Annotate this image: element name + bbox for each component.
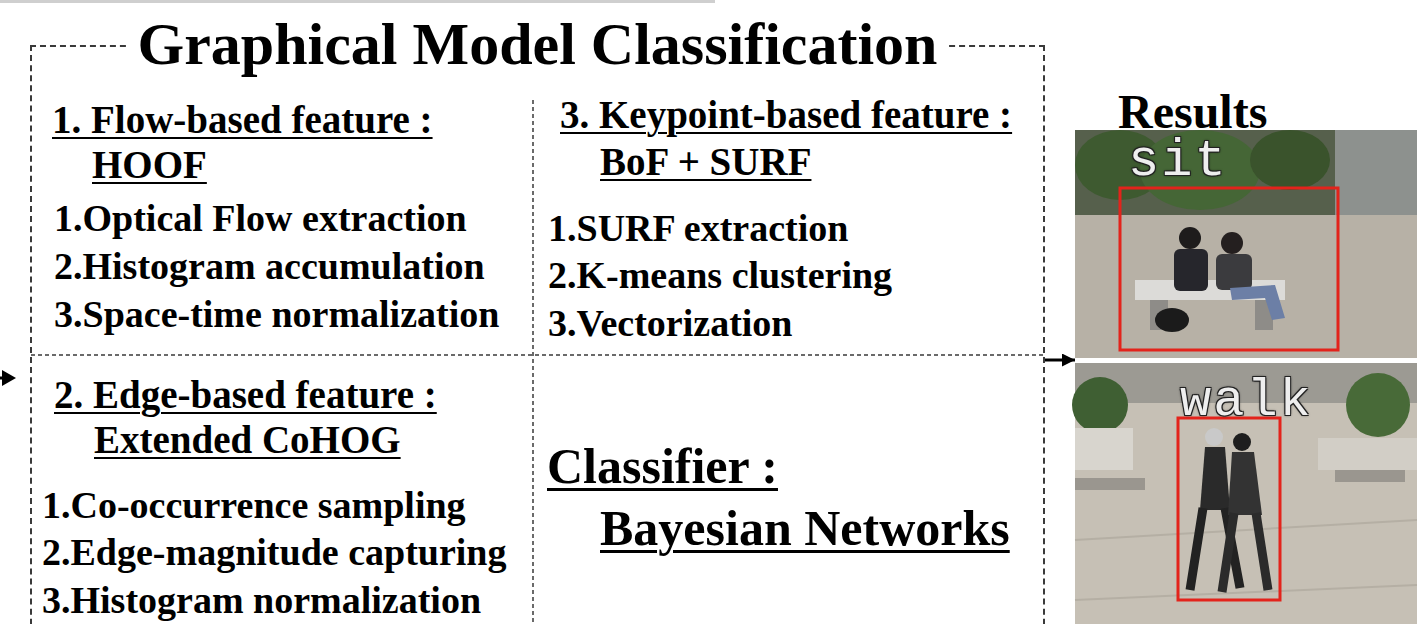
step-item: 2.K-means clustering bbox=[548, 251, 892, 299]
planter bbox=[1075, 428, 1133, 470]
person-body bbox=[1174, 249, 1208, 291]
foliage bbox=[1250, 130, 1330, 190]
person-head bbox=[1179, 227, 1201, 249]
divider-line bbox=[31, 354, 1044, 356]
bench bbox=[1075, 478, 1145, 490]
person-head bbox=[1205, 428, 1223, 446]
section-heading: Extended CoHOG bbox=[94, 418, 401, 462]
feature-cell: 2. Edge-based feature :Extended CoHOG 1.C… bbox=[32, 355, 533, 624]
building bbox=[1335, 130, 1417, 225]
person-head bbox=[1233, 433, 1251, 451]
person-legs bbox=[1230, 285, 1285, 320]
pavement-light bbox=[1075, 215, 1417, 358]
classifier-heading: Classifier : bbox=[547, 438, 778, 494]
planter bbox=[1318, 438, 1417, 470]
section-heading: 3. Keypoint-based feature : bbox=[560, 93, 1012, 137]
incoming-arrow-head bbox=[2, 370, 16, 386]
planter-plant bbox=[1072, 377, 1128, 433]
pavement-joint bbox=[1075, 520, 1417, 540]
step-item: 1.Co-occurrence sampling bbox=[42, 481, 466, 529]
pavement bbox=[1075, 130, 1417, 358]
person-legs bbox=[1222, 513, 1268, 592]
class-label: sit bbox=[1128, 136, 1228, 188]
photo-walk bbox=[1072, 363, 1417, 624]
bag bbox=[1155, 308, 1189, 332]
results-heading: Results bbox=[1118, 87, 1267, 137]
detection-box bbox=[1178, 418, 1280, 600]
section-heading: 2. Edge-based feature : bbox=[54, 373, 437, 417]
panel-title: Graphical Model Classification bbox=[126, 14, 950, 74]
person-head bbox=[1221, 232, 1243, 254]
outer-panel: 1. Flow-based feature :HOOF 1.Optical Flo… bbox=[30, 45, 1045, 624]
person-body bbox=[1228, 452, 1262, 515]
section-heading: HOOF bbox=[92, 143, 207, 187]
feature-cell: 1. Flow-based feature :HOOF 1.Optical Flo… bbox=[32, 90, 533, 355]
classifier-heading: Bayesian Networks bbox=[600, 500, 1010, 556]
divider-line bbox=[532, 100, 534, 624]
classifier-cell: Classifier : Bayesian Networks bbox=[533, 355, 1043, 624]
step-item: 2.Edge-magnitude capturing bbox=[42, 528, 506, 576]
person-body bbox=[1216, 254, 1252, 290]
step-item: 3.Histogram normalization bbox=[42, 576, 481, 624]
pavement-joint bbox=[1075, 585, 1417, 600]
section-heading: BoF + SURF bbox=[600, 140, 811, 184]
section-heading: 1. Flow-based feature : bbox=[52, 98, 433, 142]
bench bbox=[1335, 470, 1405, 482]
step-item: 1.SURF extraction bbox=[548, 204, 848, 252]
results-panel: Results bbox=[1075, 88, 1417, 624]
detection-box bbox=[1120, 188, 1338, 350]
class-label: walk bbox=[1180, 376, 1313, 428]
person-body bbox=[1200, 447, 1230, 510]
flow-arrow bbox=[1045, 359, 1075, 362]
feature-cell: 3. Keypoint-based feature :BoF + SURF 1.S… bbox=[533, 90, 1043, 355]
step-item: 3.Space-time normalization bbox=[54, 290, 499, 338]
step-item: 1.Optical Flow extraction bbox=[54, 194, 467, 242]
photo-sit bbox=[1075, 130, 1417, 358]
step-item: 2.Histogram accumulation bbox=[54, 242, 485, 290]
planter-plant bbox=[1346, 373, 1410, 437]
step-item: 3.Vectorization bbox=[548, 299, 792, 347]
screen-edge-strip bbox=[0, 0, 715, 3]
